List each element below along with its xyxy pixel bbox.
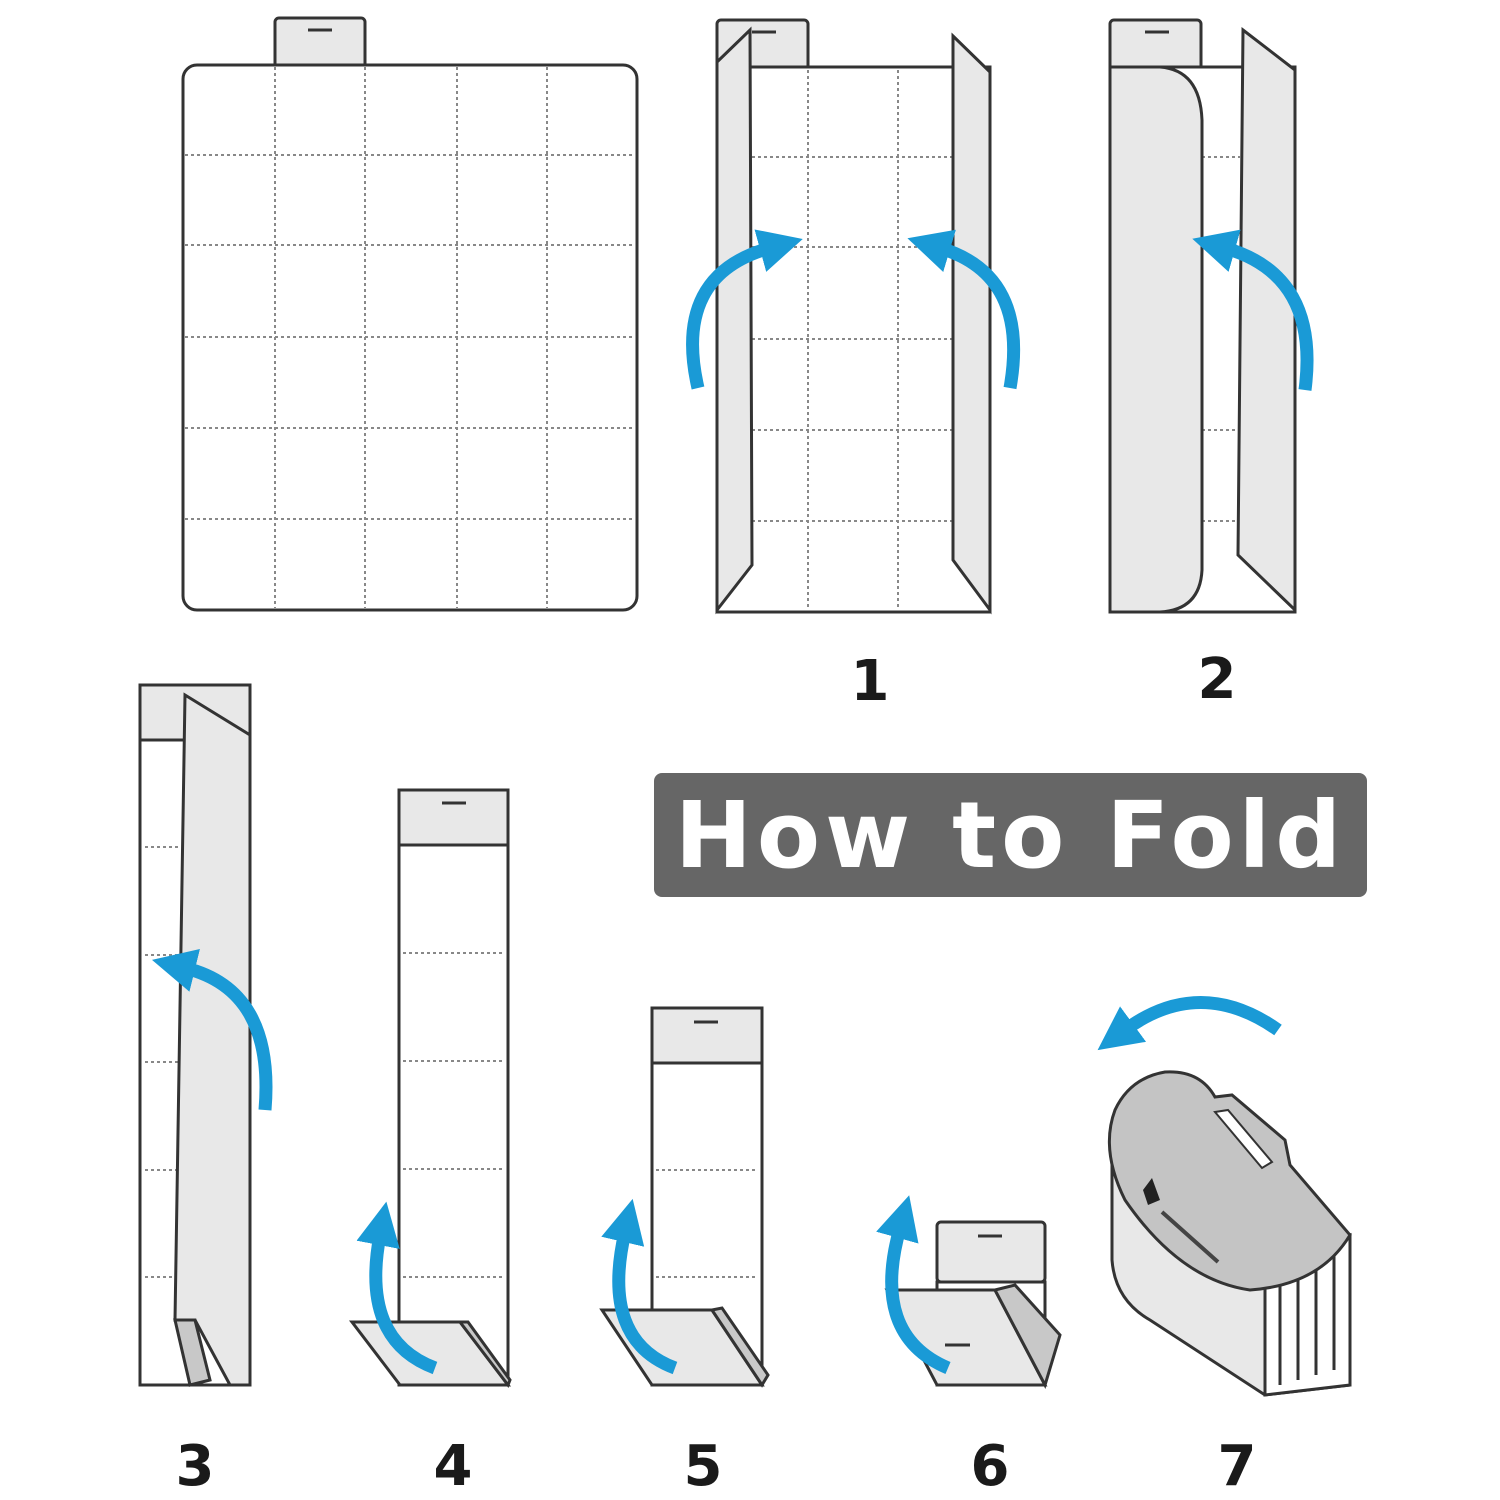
step-number-4: 4 <box>434 1434 473 1499</box>
step-1-illustration <box>686 18 1021 615</box>
step-3-illustration <box>138 683 273 1387</box>
unfolded-mat <box>181 16 639 612</box>
step-number-1: 1 <box>851 649 890 714</box>
step-number-2: 2 <box>1198 647 1237 712</box>
step-5-illustration <box>599 1006 770 1388</box>
page-title: How to Fold <box>674 781 1347 889</box>
step-6-illustration <box>876 1195 1062 1389</box>
step-2-illustration <box>1108 18 1314 614</box>
step-number-7: 7 <box>1218 1434 1257 1499</box>
brand-logo <box>1143 1178 1220 1264</box>
step-number-5: 5 <box>684 1434 723 1499</box>
title-banner: How to Fold <box>654 773 1367 897</box>
step-4-illustration <box>348 788 512 1389</box>
step-7-illustration <box>1097 996 1352 1397</box>
step-number-6: 6 <box>971 1434 1010 1499</box>
step-number-3: 3 <box>176 1434 215 1499</box>
